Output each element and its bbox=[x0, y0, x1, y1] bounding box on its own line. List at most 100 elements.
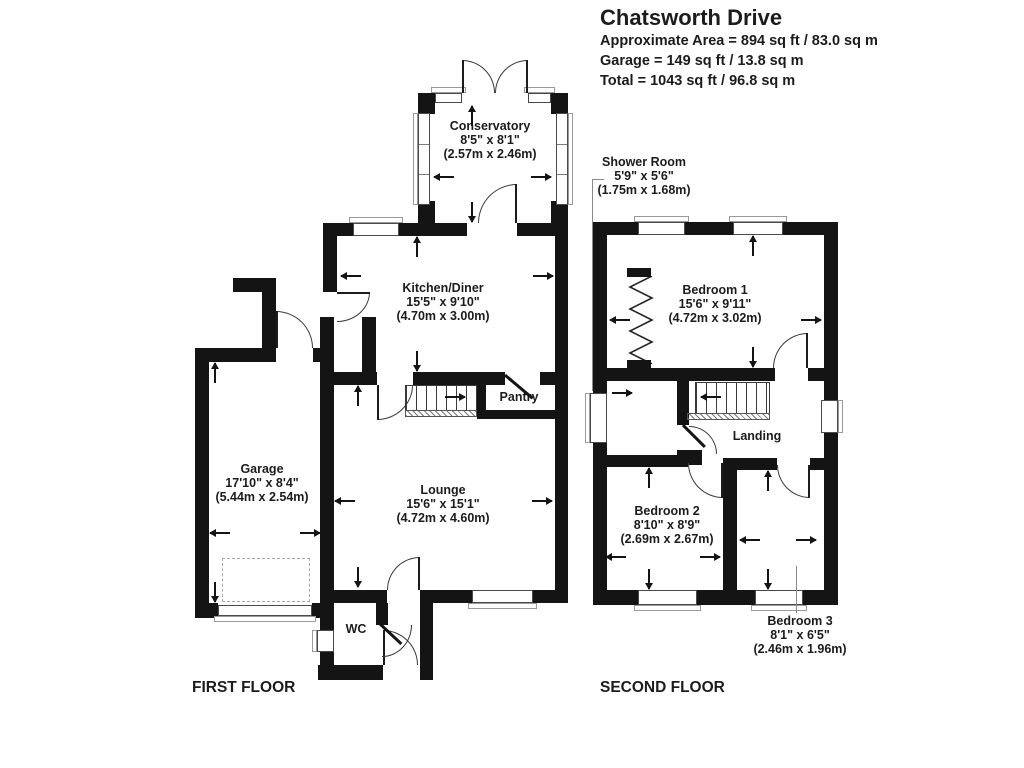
door-leaf bbox=[377, 385, 379, 420]
wall bbox=[810, 458, 824, 470]
dimension-arrow-stem bbox=[300, 532, 320, 534]
dimension-arrow-stem bbox=[531, 176, 551, 178]
wall bbox=[723, 458, 737, 590]
wall bbox=[808, 368, 824, 381]
staircase-second-floor-hatch bbox=[687, 413, 770, 420]
window-sill bbox=[312, 630, 317, 652]
staircase-first-floor-hatch bbox=[405, 410, 477, 417]
wardrobe-zigzag bbox=[628, 276, 654, 364]
room-label-kitchen: Kitchen/Diner 15'5" x 9'10" (4.70m x 3.0… bbox=[396, 281, 490, 323]
wall bbox=[323, 223, 337, 292]
dimension-arrow-head bbox=[764, 470, 772, 477]
dimension-arrow-head bbox=[314, 529, 321, 537]
window-sill bbox=[413, 113, 418, 205]
dimension-arrow-head bbox=[211, 362, 219, 369]
dimension-arrow-head bbox=[334, 497, 341, 505]
staircase-first-floor bbox=[405, 385, 477, 411]
dimension-arrow-stem bbox=[210, 532, 230, 534]
door-swing-arc bbox=[478, 184, 517, 223]
wall bbox=[737, 458, 777, 470]
dimension-arrow-stem bbox=[767, 569, 769, 589]
room-label-landing: Landing bbox=[732, 429, 782, 443]
dimension-arrow-head bbox=[547, 272, 554, 280]
dimension-arrow-head bbox=[340, 272, 347, 280]
wall bbox=[593, 590, 638, 605]
room-label-shower-room: Shower Room 5'9" x 5'6" (1.75m x 1.68m) bbox=[597, 155, 691, 197]
door-swing-arc bbox=[689, 426, 717, 454]
wall bbox=[824, 433, 838, 603]
window bbox=[733, 222, 783, 235]
dimension-arrow-head bbox=[749, 235, 757, 242]
wall bbox=[551, 93, 568, 114]
wall bbox=[418, 201, 435, 223]
window bbox=[755, 590, 803, 605]
wall bbox=[312, 603, 324, 618]
window bbox=[435, 93, 462, 103]
wall bbox=[477, 410, 568, 419]
room-label-lounge: Lounge 15'6" x 15'1" (4.72m x 4.60m) bbox=[396, 483, 490, 525]
wall bbox=[677, 368, 689, 425]
dimension-arrow-stem bbox=[357, 567, 359, 587]
wall bbox=[322, 372, 377, 385]
door-leaf bbox=[418, 557, 420, 590]
door-leaf bbox=[808, 465, 810, 498]
dimension-arrow-stem bbox=[357, 386, 359, 406]
wall bbox=[195, 603, 218, 618]
dimension-arrow-stem bbox=[471, 106, 473, 126]
window bbox=[821, 400, 838, 433]
dimension-arrow-stem bbox=[335, 500, 355, 502]
window-mullion bbox=[419, 174, 429, 175]
dimension-arrow-head bbox=[626, 389, 633, 397]
window-mullion bbox=[557, 144, 567, 145]
dimension-arrow-stem bbox=[606, 556, 626, 558]
window bbox=[353, 223, 399, 236]
wall bbox=[313, 348, 325, 362]
dimension-arrow-head bbox=[413, 365, 421, 372]
dimension-arrow-stem bbox=[700, 556, 720, 558]
wall bbox=[803, 590, 838, 605]
dimension-arrow-head bbox=[468, 105, 476, 112]
door-swing-arc bbox=[495, 60, 528, 93]
dimension-arrow-head bbox=[413, 236, 421, 243]
wall bbox=[533, 590, 568, 603]
wall bbox=[685, 222, 733, 235]
window-sill bbox=[349, 217, 403, 223]
window-sill bbox=[214, 616, 316, 622]
shower-room-leader-line bbox=[592, 179, 594, 391]
first-floor-caption: FIRST FLOOR bbox=[192, 679, 296, 696]
dimension-arrow-stem bbox=[801, 319, 821, 321]
dimension-arrow-head bbox=[468, 216, 476, 223]
window-sill bbox=[838, 400, 843, 433]
dimension-arrow-stem bbox=[767, 471, 769, 491]
window-sill bbox=[634, 216, 689, 222]
dimension-arrow-head bbox=[459, 393, 466, 401]
dimension-arrow-stem bbox=[416, 237, 418, 257]
wall bbox=[376, 603, 388, 625]
wall bbox=[320, 317, 334, 630]
wall bbox=[420, 590, 433, 680]
dimension-arrow-stem bbox=[752, 236, 754, 256]
dimension-arrow-head bbox=[714, 553, 721, 561]
wall bbox=[477, 385, 486, 418]
title-block: Chatsworth Drive Approximate Area = 894 … bbox=[600, 5, 878, 91]
dimension-arrow-stem bbox=[434, 176, 454, 178]
wall bbox=[593, 455, 688, 467]
dimension-arrow-stem bbox=[533, 275, 553, 277]
wall bbox=[195, 348, 209, 618]
garage-door-dashed-outline bbox=[222, 558, 310, 602]
wall bbox=[362, 317, 376, 372]
window bbox=[418, 113, 430, 205]
dimension-arrow-head bbox=[545, 173, 552, 181]
room-label-wc: WC bbox=[345, 622, 367, 636]
door-leaf bbox=[806, 333, 808, 368]
door-swing-arc bbox=[276, 311, 313, 348]
door-swing-arc bbox=[688, 463, 723, 498]
room-label-bedroom2: Bedroom 2 8'10" x 8'9" (2.69m x 2.67m) bbox=[620, 504, 714, 546]
room-label-garage: Garage 17'10" x 8'4" (5.44m x 2.54m) bbox=[215, 462, 309, 504]
wall bbox=[593, 443, 607, 603]
door-swing-arc bbox=[462, 60, 495, 93]
dimension-arrow-head bbox=[354, 385, 362, 392]
dimension-arrow-stem bbox=[532, 500, 552, 502]
wall bbox=[593, 222, 607, 393]
